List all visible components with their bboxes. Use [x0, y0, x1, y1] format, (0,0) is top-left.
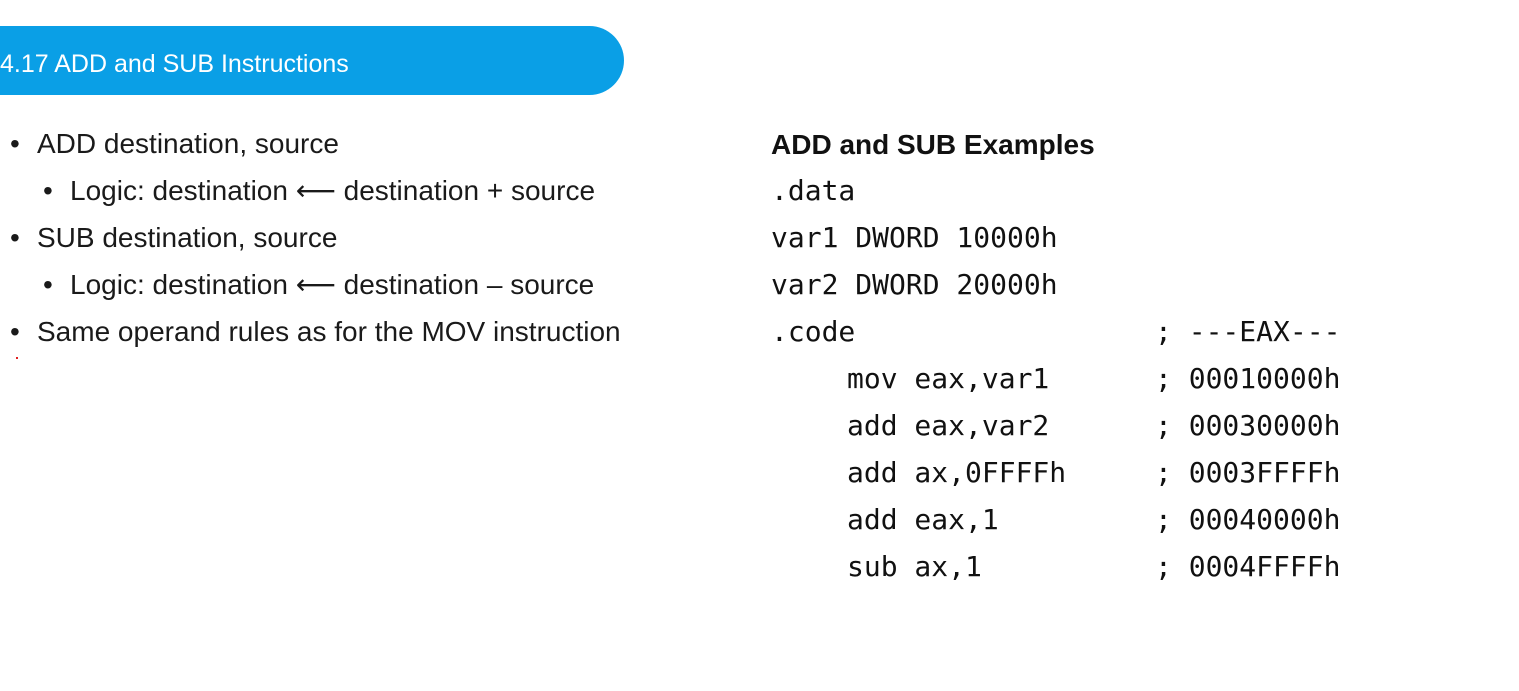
sub-bullet-item: • Logic: destination ⟵ destination – sou… — [43, 267, 595, 303]
bullet-text: Logic: destination ⟵ destination – sourc… — [70, 269, 595, 300]
bullet-marker: • — [10, 222, 20, 253]
slide-title: 4.17 ADD and SUB Instructions — [0, 50, 349, 78]
code-var-line: var1 DWORD 10000h — [771, 221, 1058, 254]
examples-heading: ADD and SUB Examples — [771, 129, 1095, 160]
title-banner — [0, 26, 624, 95]
code-instruction: add ax,0FFFFh — [847, 456, 1067, 489]
code-instruction: mov eax,var1 — [847, 362, 1050, 395]
bullet-text: ADD destination, source — [37, 128, 339, 159]
sub-bullet-item: • Logic: destination ⟵ destination + sou… — [43, 173, 596, 209]
bullet-marker: • — [10, 128, 20, 159]
code-header-comment: ; ---EAX--- — [1155, 315, 1341, 348]
bullet-marker: • — [10, 316, 20, 347]
bullet-item: • Same operand rules as for the MOV inst… — [10, 314, 621, 350]
code-var-line: var2 DWORD 20000h — [771, 268, 1058, 301]
code-instruction: add eax,var2 — [847, 409, 1050, 442]
red-dot-mark — [16, 357, 18, 359]
code-comment: ; 00010000h — [1155, 362, 1341, 395]
bullet-marker: • — [43, 175, 53, 206]
code-code-section: .code — [771, 315, 856, 348]
bullet-marker: • — [43, 269, 53, 300]
bullet-text: Same operand rules as for the MOV instru… — [37, 316, 621, 347]
code-comment: ; 0003FFFFh — [1155, 456, 1341, 489]
bullet-item: • ADD destination, source — [10, 126, 339, 162]
code-comment: ; 00040000h — [1155, 503, 1341, 536]
code-data-section: .data — [771, 174, 856, 207]
code-comment: ; 00030000h — [1155, 409, 1341, 442]
code-instruction: sub ax,1 — [847, 550, 982, 583]
bullet-text: Logic: destination ⟵ destination + sourc… — [70, 175, 596, 206]
bullet-item: • SUB destination, source — [10, 220, 338, 256]
bullet-text: SUB destination, source — [37, 222, 338, 253]
code-instruction: add eax,1 — [847, 503, 999, 536]
code-comment: ; 0004FFFFh — [1155, 550, 1341, 583]
